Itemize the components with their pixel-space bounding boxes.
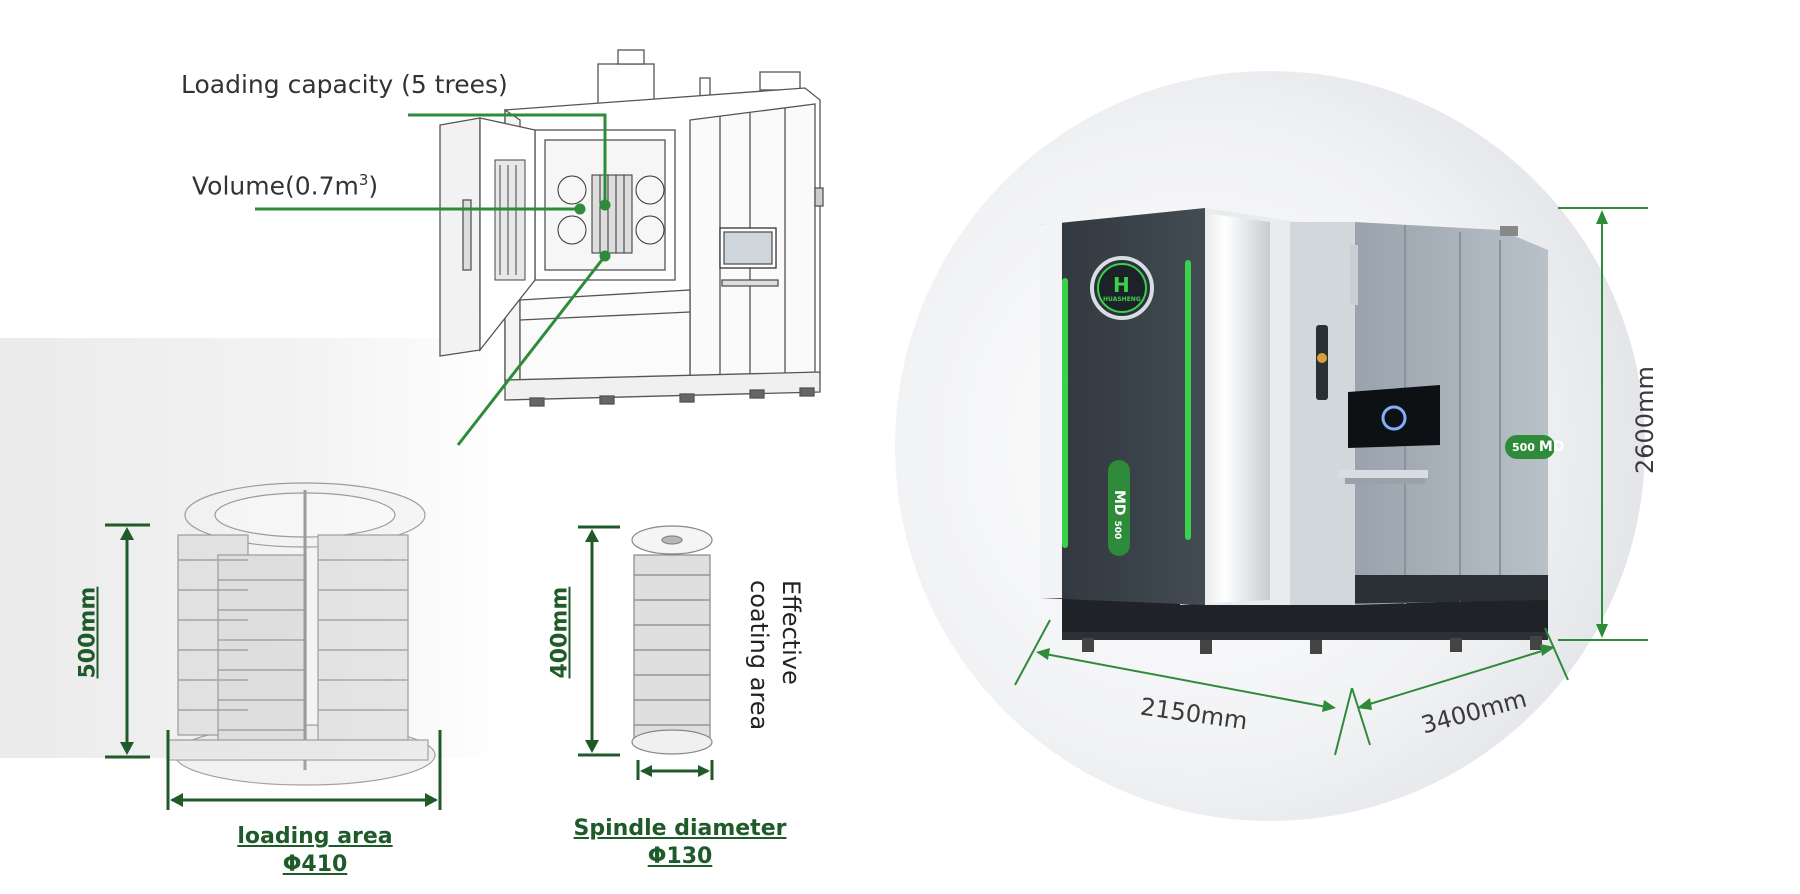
volume-label-sup: 3	[358, 171, 369, 189]
callout-lines	[255, 113, 611, 446]
brand-logo-letter-icon: H	[1113, 273, 1130, 297]
loading-capacity-label: Loading capacity (5 trees)	[181, 70, 508, 99]
loading-area-value: Φ410	[282, 852, 348, 877]
spindle-diameter-value: Φ130	[647, 844, 713, 869]
rack-height-label: 500mm	[75, 586, 101, 679]
front-model-badge: MD 500	[1111, 490, 1127, 539]
effective-coating-line-1: Effective	[777, 580, 805, 685]
side-model-number: 500	[1512, 441, 1535, 454]
brand-logo-text: HUASHENG	[1103, 296, 1141, 303]
side-model-badge: 500 MD	[1512, 439, 1564, 455]
loading-area-title: loading area	[237, 824, 393, 849]
volume-label-suffix: )	[368, 171, 379, 201]
volume-label: Volume(0.7m3)	[192, 171, 378, 200]
effective-coating-line-2: coating area	[745, 580, 773, 731]
machine-dimension-lines	[1014, 207, 1648, 756]
front-model-number: 500	[1112, 520, 1122, 540]
spindle-height-label: 400mm	[547, 586, 573, 679]
side-model-name: MD	[1538, 439, 1565, 455]
front-model-name: MD	[1111, 490, 1127, 516]
dimension-markers	[105, 523, 714, 810]
spindle-diameter-label: Spindle diameter Φ130	[570, 815, 790, 871]
volume-label-prefix: Volume(0.7m	[192, 171, 359, 201]
loading-area-label: loading area Φ410	[215, 823, 415, 879]
loading-rack-drawing	[167, 482, 436, 786]
machine-height-label: 2600mm	[1631, 366, 1659, 474]
spindle-diameter-title: Spindle diameter	[573, 816, 787, 841]
machine-render	[1040, 208, 1555, 654]
spindle-drawing	[631, 525, 713, 755]
effective-coating-label: Effective coating area	[743, 580, 807, 750]
